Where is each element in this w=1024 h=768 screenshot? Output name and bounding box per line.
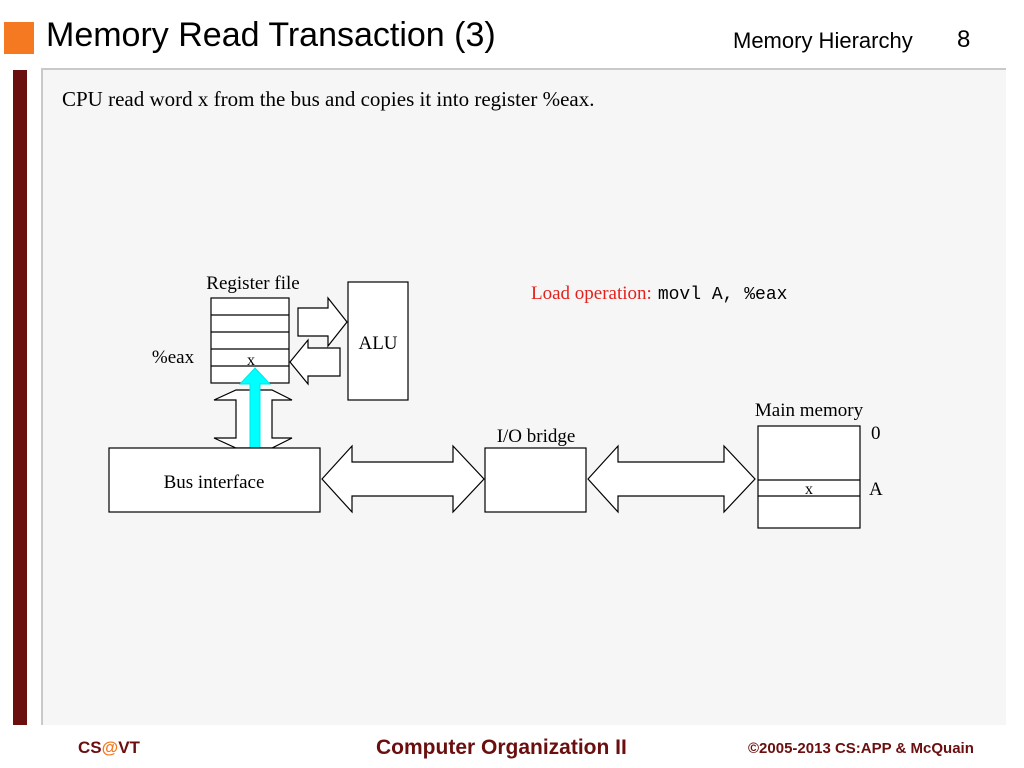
io-bridge-box — [484, 447, 587, 513]
alu-box — [347, 281, 409, 401]
register-file-label: Register file — [206, 273, 299, 294]
left-accent-bar — [13, 70, 27, 725]
memory-bus-arrow — [587, 444, 756, 514]
data-flow-arrow — [238, 367, 272, 453]
page-number: 8 — [957, 26, 971, 53]
system-bus-arrow — [321, 444, 485, 514]
footer-cs: CS — [78, 738, 102, 757]
memory-address-a: A — [869, 479, 883, 500]
footer-copyright: ©2005-2013 CS:APP & McQuain — [748, 740, 974, 757]
bus-interface-label: Bus interface — [164, 472, 265, 493]
eax-register-label: %eax — [152, 347, 195, 368]
alu-label: ALU — [358, 333, 397, 354]
load-operation-code: movl A, %eax — [658, 285, 788, 305]
main-memory — [757, 425, 861, 529]
eax-register-value: x — [247, 352, 255, 369]
footer-cs-at-vt: CS@VT — [78, 738, 140, 758]
memory-cell-value: x — [805, 481, 813, 498]
body-description: CPU read word x from the bus and copies … — [62, 87, 595, 111]
bus-interface-box — [108, 447, 321, 513]
footer-vt: VT — [118, 738, 140, 757]
load-operation-annotation: Load operation: movl A, %eax — [531, 283, 787, 305]
content-panel — [41, 68, 1006, 725]
regfile-to-alu-arrow — [297, 296, 348, 348]
alu-to-regfile-arrow — [289, 338, 341, 386]
title-accent-square — [4, 22, 34, 54]
footer-course-title: Computer Organization II — [376, 736, 627, 759]
main-memory-label: Main memory — [755, 400, 864, 421]
footer-at: @ — [101, 738, 119, 757]
load-operation-label: Load operation: — [531, 283, 652, 304]
io-bridge-label: I/O bridge — [497, 426, 576, 447]
section-name: Memory Hierarchy — [733, 28, 913, 53]
slide-title: Memory Read Transaction (3) — [46, 16, 496, 54]
memory-address-zero: 0 — [871, 423, 881, 444]
register-file — [210, 297, 290, 384]
